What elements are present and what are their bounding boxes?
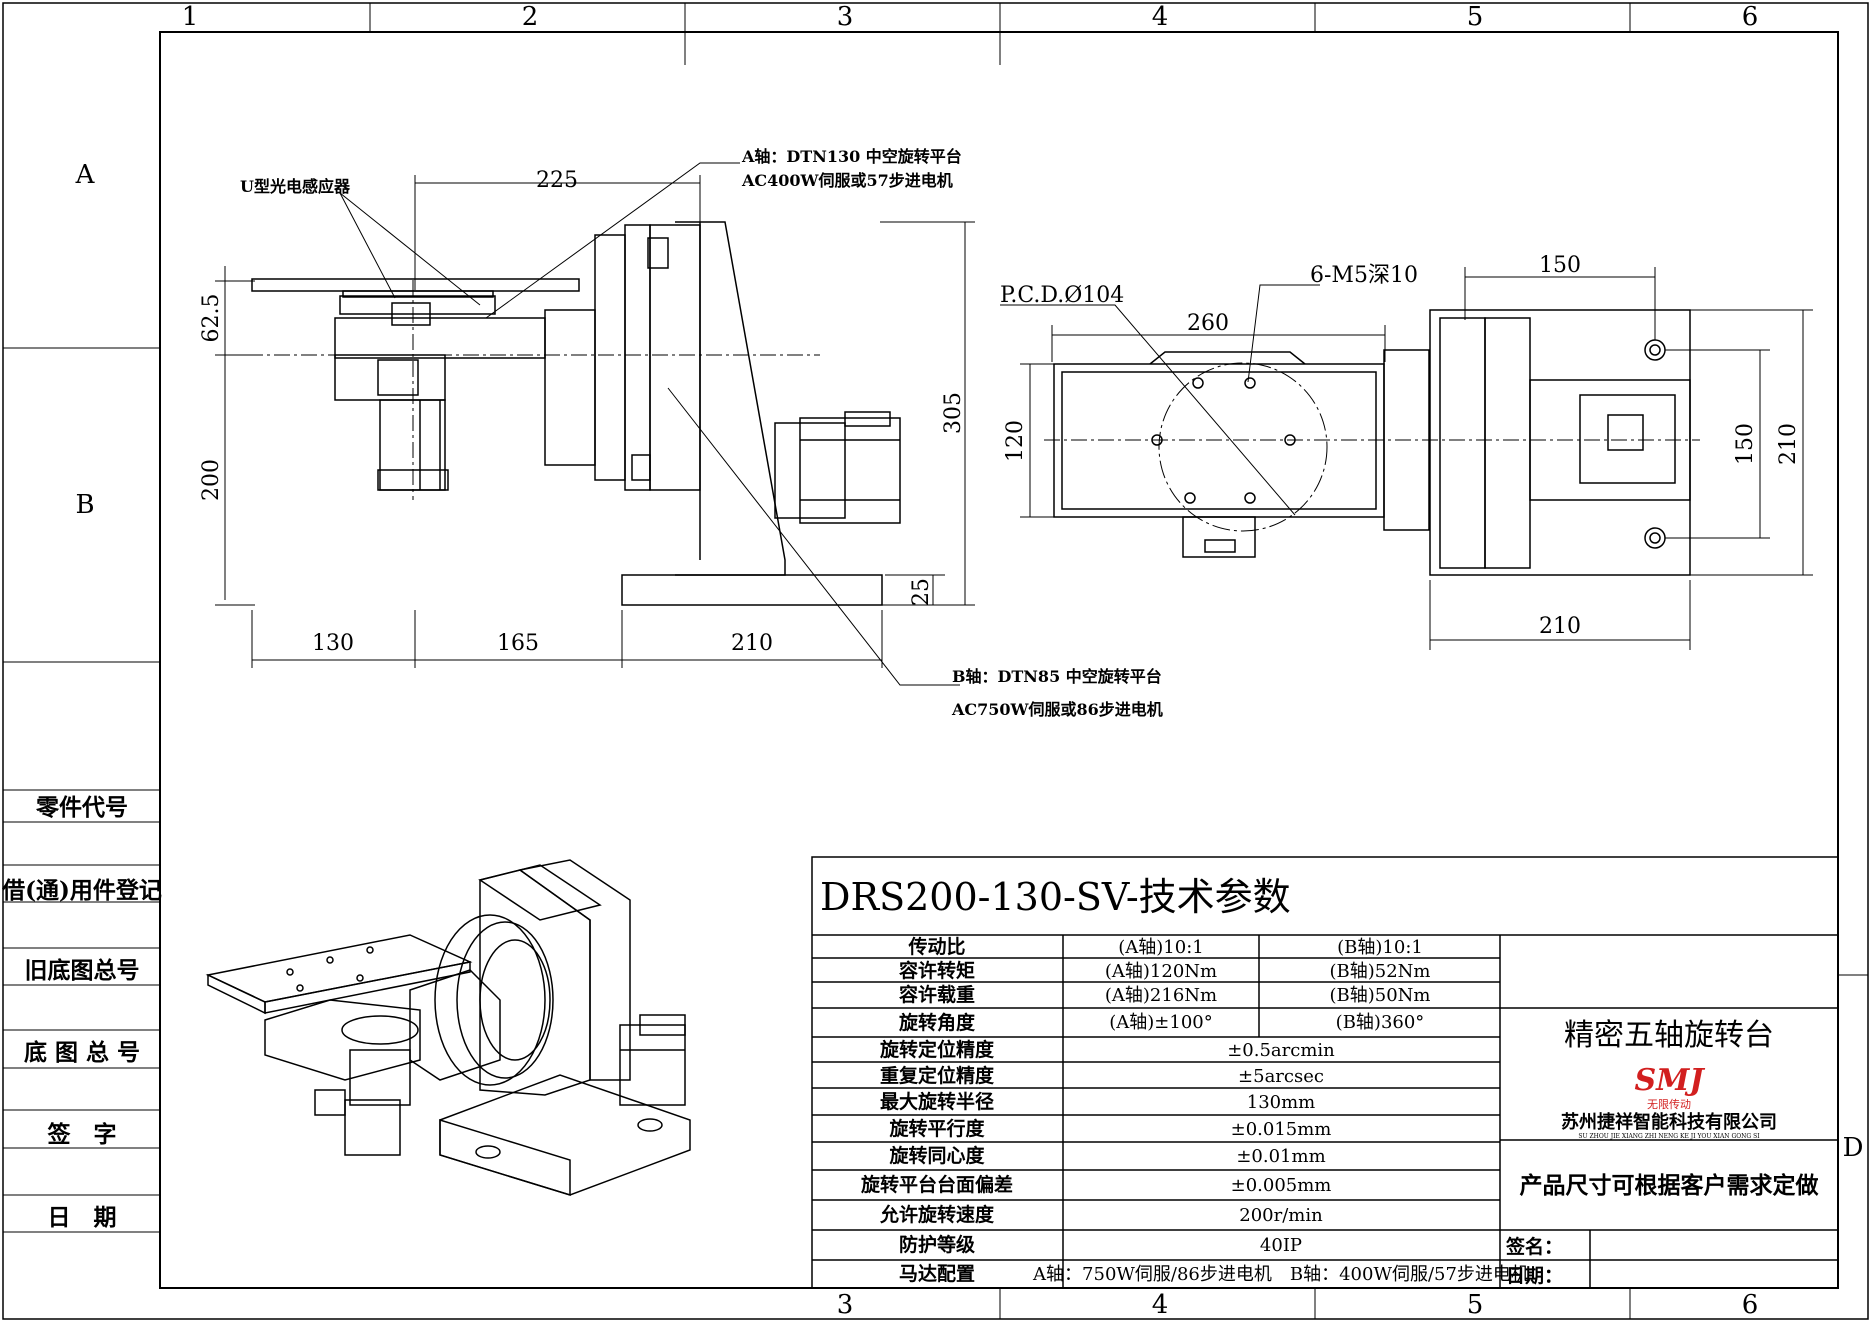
- holes-callout: 6-M5深10: [1310, 263, 1418, 288]
- side-view: [251, 221, 901, 606]
- spec-load-a: (A轴)216Nm: [1105, 985, 1217, 1006]
- product-name: 精密五轴旋转台: [1564, 1018, 1774, 1053]
- register-signature: 签 字: [47, 1121, 117, 1148]
- dim-62-5: 62.5: [199, 294, 224, 343]
- company-name: 苏州捷祥智能科技有限公司: [1561, 1111, 1777, 1133]
- dim-165: 165: [497, 631, 539, 656]
- zone-left-B: B: [75, 490, 94, 520]
- dim-210-side: 210: [731, 631, 773, 656]
- zone-top-1: 1: [182, 2, 199, 32]
- company-slogan: 无限传动: [1647, 1098, 1691, 1111]
- spec-label-motor: 马达配置: [899, 1262, 975, 1285]
- dim-120: 120: [1003, 420, 1028, 462]
- top-view: [1053, 309, 1691, 576]
- zone-bottom-5: 5: [1467, 1290, 1484, 1320]
- zone-left-A: A: [75, 160, 96, 190]
- spec-concentricity-value: ±0.01mm: [1236, 1146, 1325, 1167]
- b-axis-callout-line1: B轴：DTN85 中空旋转平台: [952, 667, 1162, 686]
- dim-200: 200: [199, 459, 224, 501]
- register-date: 日 期: [48, 1204, 117, 1231]
- register-borrowed-parts: 借(通)用件登记: [1, 877, 162, 904]
- top-view-dimension-lines: [1000, 267, 1813, 650]
- zone-bottom-3: 3: [837, 1290, 854, 1320]
- zone-top-3: 3: [837, 2, 854, 32]
- spec-parallelism-value: ±0.015mm: [1231, 1119, 1332, 1140]
- spec-protection-value: 40IP: [1260, 1235, 1302, 1256]
- zone-top-2: 2: [522, 2, 539, 32]
- spec-label-parallelism: 旋转平行度: [888, 1117, 985, 1140]
- spec-ratio-a: (A轴)10:1: [1118, 937, 1203, 958]
- spec-label-ratio: 传动比: [907, 935, 965, 958]
- side-view-dimension-lines: [215, 162, 975, 686]
- spec-torque-a: (A轴)120Nm: [1105, 961, 1217, 982]
- spec-label-radius: 最大旋转半径: [880, 1090, 994, 1113]
- sensor-callout: U型光电感应器: [240, 177, 351, 196]
- spec-label-concentricity: 旋转同心度: [888, 1144, 985, 1167]
- spec-label-torque: 容许转矩: [899, 959, 975, 982]
- dim-210-right: 210: [1776, 423, 1801, 465]
- spec-ratio-b: (B轴)10:1: [1337, 937, 1423, 958]
- spec-load-b: (B轴)50Nm: [1330, 985, 1431, 1006]
- spec-surface-deviation-value: ±0.005mm: [1231, 1175, 1332, 1196]
- zone-right-D: D: [1843, 1133, 1864, 1163]
- dim-305: 305: [941, 392, 966, 434]
- dim-225: 225: [536, 168, 578, 193]
- spec-label-surface-deviation: 旋转平台台面偏差: [860, 1173, 1013, 1196]
- dim-210-bottom: 210: [1539, 614, 1581, 639]
- zone-top-6: 6: [1742, 2, 1759, 32]
- zone-top-4: 4: [1152, 2, 1169, 32]
- signature-label: 签名：: [1505, 1235, 1563, 1258]
- spec-positioning-value: ±0.5arcmin: [1227, 1040, 1335, 1061]
- company-pinyin: SU ZHOU JIE XIANG ZHI NENG KE JI YOU XIA…: [1578, 1133, 1760, 1140]
- side-view-centerlines: [220, 280, 820, 500]
- spec-radius-value: 130mm: [1247, 1092, 1316, 1113]
- dim-25: 25: [909, 578, 934, 606]
- zone-top-5: 5: [1467, 2, 1484, 32]
- a-axis-callout-line2: AC400W伺服或57步进电机: [741, 171, 953, 190]
- register-part-code: 零件代号: [35, 794, 128, 821]
- register-old-drawing-no: 旧底图总号: [25, 957, 140, 984]
- dim-130: 130: [312, 631, 354, 656]
- pcd-callout: P.C.D.Ø104: [1000, 283, 1124, 308]
- spec-label-repeatability: 重复定位精度: [880, 1064, 995, 1087]
- b-axis-callout-line2: AC750W伺服或86步进电机: [951, 700, 1163, 719]
- zone-bottom-4: 4: [1152, 1290, 1169, 1320]
- dim-150-top: 150: [1539, 253, 1581, 278]
- isometric-view: [205, 859, 691, 1197]
- spec-table-grid: [811, 856, 1839, 1289]
- custom-size-note: 产品尺寸可根据客户需求定做: [1520, 1172, 1820, 1199]
- spec-label-speed: 允许旋转速度: [879, 1203, 995, 1226]
- spec-table-title: DRS200-130-SV-技术参数: [820, 875, 1291, 919]
- date-label: 日期：: [1506, 1265, 1563, 1287]
- spec-label-load: 容许载重: [899, 983, 975, 1006]
- company-logo: SMJ: [1634, 1063, 1705, 1098]
- spec-repeatability-value: ±5arcsec: [1238, 1066, 1324, 1087]
- register-base-drawing-no: 底 图 总 号: [24, 1039, 140, 1066]
- dim-260: 260: [1187, 311, 1229, 336]
- spec-motor-value: A轴：750W伺服/86步进电机 B轴：400W伺服/57步进电机: [1032, 1264, 1529, 1285]
- spec-label-angle: 旋转角度: [898, 1011, 976, 1034]
- zone-bottom-6: 6: [1742, 1290, 1759, 1320]
- a-axis-callout-line1: A轴：DTN130 中空旋转平台: [741, 147, 962, 166]
- spec-speed-value: 200r/min: [1239, 1205, 1323, 1226]
- spec-torque-b: (B轴)52Nm: [1330, 961, 1431, 982]
- spec-label-protection: 防护等级: [899, 1233, 975, 1256]
- spec-angle-a: (A轴)±100°: [1109, 1012, 1212, 1033]
- spec-label-positioning: 旋转定位精度: [879, 1038, 995, 1061]
- spec-angle-b: (B轴)360°: [1336, 1012, 1425, 1033]
- dim-150-right: 150: [1733, 423, 1758, 465]
